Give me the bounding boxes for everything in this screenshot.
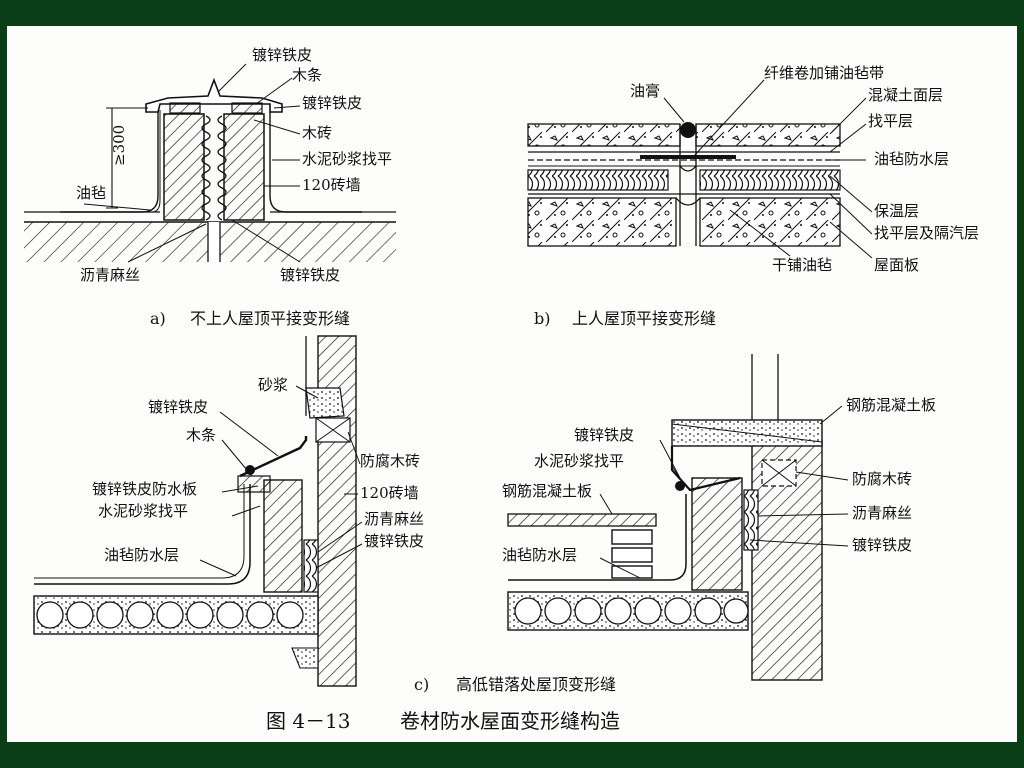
c-caption-prefix: c) (414, 675, 429, 694)
c-left-low-wall (263, 479, 303, 593)
b-concrete-top-right (695, 123, 841, 147)
bottom-border (0, 742, 1024, 768)
diagram-c-left: 砂浆 镀锌铁皮 木条 镀锌铁皮防水板 水泥砂浆找平 油毡防水层 防腐木砖 120… (33, 335, 424, 687)
c-caption: 高低错落处屋顶变形缝 (456, 675, 616, 694)
c-right-label-felt: 油毡防水层 (502, 546, 577, 564)
b-label-felt: 油毡防水层 (874, 150, 949, 168)
b-insulation-right (699, 169, 841, 191)
a-label-wood-strip: 木条 (292, 66, 322, 84)
c-right-label-rc-slab-top: 钢筋混凝土板 (846, 396, 936, 414)
c-left-label-galv-board: 镀锌铁皮防水板 (92, 480, 197, 498)
c-left-label-felt: 油毡防水层 (104, 546, 179, 564)
diagram-c-right: 钢筋混凝土板 镀锌铁皮 水泥砂浆找平 钢筋混凝土板 油毡防水层 防腐木砖 沥青麻… (502, 354, 936, 681)
a-wood-strip-left (169, 102, 201, 114)
c-right-label-galv: 镀锌铁皮 (574, 426, 634, 444)
b-label-insulation: 保温层 (874, 202, 919, 220)
a-wood-strip-right (231, 102, 263, 114)
c-left-label-asphalt: 沥青麻丝 (364, 510, 424, 528)
c-left-label-wood-strip: 木条 (186, 426, 216, 444)
b-label-leveling: 找平层 (868, 112, 913, 130)
c-left-mortar (305, 387, 345, 419)
c-right-asphalt-hemp (743, 489, 759, 551)
b-insulation-left (527, 169, 669, 191)
a-label-wall: 120砖墙 (302, 176, 361, 194)
diagram-a: ≥300 镀锌铁皮 木条 镀锌铁皮 木砖 水泥砂浆找平 120砖墙 油毡 沥青麻… (24, 46, 396, 328)
c-right-label-rc-slab: 钢筋混凝土板 (502, 482, 592, 500)
c-left-wood-strip (237, 475, 271, 493)
a-caption: 不上人屋顶平接变形缝 (190, 309, 350, 328)
b-label-leveling-vapor: 找平层及隔汽层 (874, 224, 979, 242)
a-brick-wall-left (163, 113, 205, 221)
b-label-dry-felt: 干铺油毡 (772, 256, 832, 274)
b-caption-prefix: b) (534, 309, 550, 328)
c-right-label-anticorrosive: 防腐木砖 (852, 470, 912, 488)
b-caption: 上人屋顶平接变形缝 (572, 309, 716, 328)
a-label-asphalt: 沥青麻丝 (80, 266, 140, 284)
c-left-label-mortar-level: 水泥砂浆找平 (98, 502, 188, 520)
figure-title: 卷材防水屋面变形缝构造 (400, 709, 620, 733)
a-label-galv-mid: 镀锌铁皮 (302, 94, 362, 112)
c-left-asphalt-hemp (303, 539, 319, 593)
a-asphalt-hemp (201, 115, 211, 221)
a-label-mortar: 水泥砂浆找平 (302, 150, 392, 168)
c-left-label-galv-right: 镀锌铁皮 (364, 532, 424, 550)
a-label-wood-brick: 木砖 (302, 124, 332, 142)
b-label-roof-slab: 屋面板 (874, 256, 919, 274)
b-putty (680, 122, 696, 138)
b-label-putty: 油膏 (630, 82, 660, 100)
c-right-label-mortar-level: 水泥砂浆找平 (534, 452, 624, 470)
c-left-label-anticorrosive: 防腐木砖 (360, 452, 420, 470)
a-label-felt: 油毡 (76, 184, 106, 202)
diagram-b: 纤维卷加铺油毡带 油膏 混凝土面层 找平层 油毡防水层 保温层 找平层及隔汽层 … (527, 64, 979, 328)
c-right-rc-slab (507, 513, 657, 527)
a-label-galv-top: 镀锌铁皮 (252, 46, 312, 64)
c-left-label-galv: 镀锌铁皮 (148, 398, 208, 416)
c-right-label-galv-right: 镀锌铁皮 (852, 536, 912, 554)
b-fiber-strip (640, 155, 736, 159)
b-concrete-top-left (527, 123, 681, 147)
c-left-galvanized-flashing (239, 436, 308, 478)
c-left-label-wall: 120砖墙 (360, 484, 419, 502)
figure-number: 图 4－13 (266, 709, 351, 733)
c-right-label-asphalt: 沥青麻丝 (852, 504, 912, 522)
b-roof-slab-right (699, 197, 841, 247)
c-right-low-wall (691, 477, 743, 591)
top-border (0, 0, 1024, 26)
b-label-concrete-top: 混凝土面层 (868, 86, 943, 104)
c-left-label-mortar: 砂浆 (258, 376, 288, 394)
b-label-fiber: 纤维卷加铺油毡带 (764, 64, 884, 82)
a-label-galv-bottom: 镀锌铁皮 (280, 266, 340, 284)
a-caption-prefix: a) (150, 309, 166, 328)
a-brick-wall-right (223, 113, 265, 221)
b-roof-slab-left (527, 197, 677, 247)
a-dimension-text: ≥300 (110, 125, 128, 166)
